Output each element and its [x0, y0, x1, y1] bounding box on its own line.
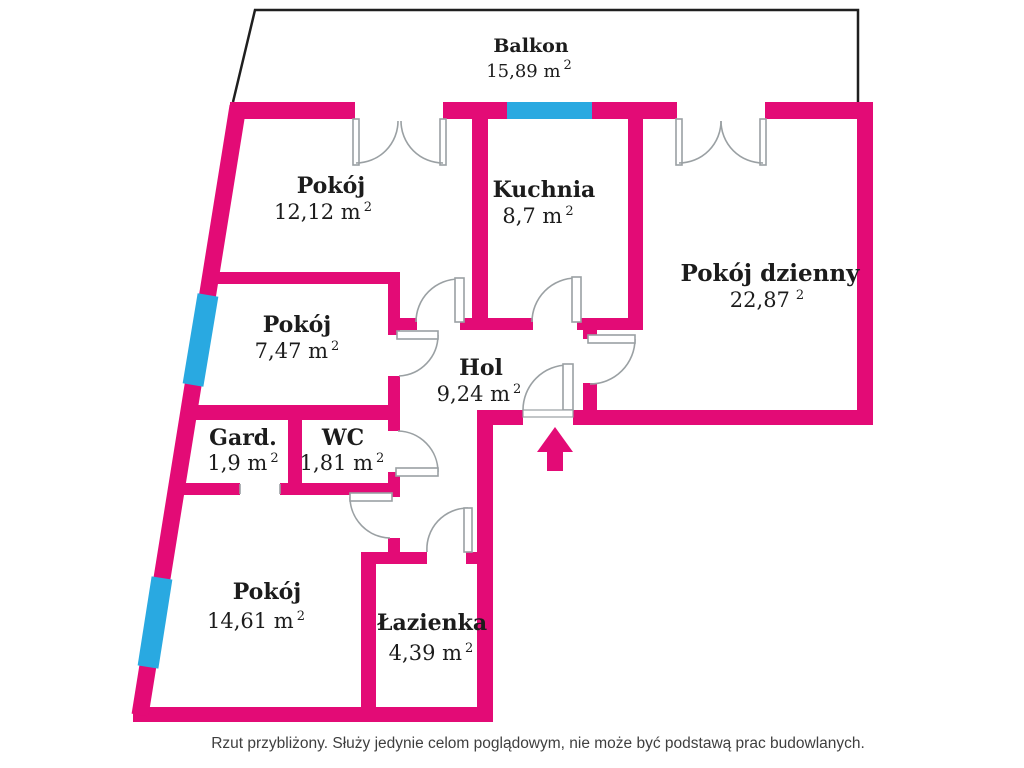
wall-p2-bottom: [183, 405, 400, 420]
wall-bath-right: [477, 410, 493, 722]
svg-text:Pokój: Pokój: [297, 173, 366, 199]
svg-text:Pokój: Pokój: [263, 312, 332, 338]
left-window-2: [137, 576, 173, 669]
disclaimer-text: Rzut przybliżony. Służy jedynie celom po…: [211, 735, 865, 752]
door-pokoj2: [396, 330, 439, 377]
svg-text:Łazienka: Łazienka: [377, 610, 487, 636]
wall-bottom-right: [573, 410, 873, 425]
wall-top-1: [230, 102, 355, 119]
svg-text:9,24 m2: 9,24 m2: [437, 382, 522, 406]
left-window-1: [182, 293, 219, 387]
wall-bath-left: [361, 552, 376, 707]
wall-wc-right-a: [388, 420, 400, 431]
wall-pokoj-divider: [203, 272, 400, 284]
wall-gard-bottom-b: [280, 483, 302, 495]
windows: [137, 102, 592, 669]
entrance-arrow: [537, 427, 573, 471]
wall-bath-top-a: [361, 552, 427, 564]
gard-opening: [239, 484, 281, 494]
french-door-dzienny: [675, 118, 767, 166]
svg-text:Balkon: Balkon: [493, 35, 568, 57]
wall-wc-right-b: [388, 472, 400, 497]
svg-text:7,47 m2: 7,47 m2: [255, 339, 340, 363]
wall-right: [857, 102, 873, 425]
doors: [239, 118, 767, 553]
svg-text:15,89 m2: 15,89 m2: [486, 58, 572, 82]
door-wc: [395, 430, 439, 477]
wall-wc-bottom: [302, 483, 400, 495]
svg-text:Hol: Hol: [459, 355, 503, 381]
wall-gard-bottom-a: [176, 483, 240, 495]
svg-text:Pokój: Pokój: [233, 579, 302, 605]
wall-kitchen-bottom-a: [488, 318, 533, 330]
wall-bath-top-b: [466, 552, 477, 564]
door-lazienka: [426, 507, 473, 553]
wall-gard-wc-divider: [288, 420, 302, 485]
wall-kitchen-right: [628, 119, 643, 318]
svg-text:Gard.: Gard.: [209, 425, 277, 451]
svg-text:WC: WC: [321, 425, 364, 451]
door-kuchnia: [531, 276, 582, 323]
svg-text:4,39 m2: 4,39 m2: [389, 641, 474, 665]
balcony-outline: [231, 8, 860, 103]
svg-text:1,9 m2: 1,9 m2: [207, 451, 278, 475]
wall-top-4: [765, 102, 873, 119]
door-pokoj3: [349, 492, 393, 539]
svg-text:14,61 m2: 14,61 m2: [207, 609, 305, 633]
wall-top-3: [592, 102, 677, 119]
svg-text:Kuchnia: Kuchnia: [493, 177, 596, 203]
svg-text:22,872: 22,872: [730, 288, 804, 312]
wall-kitchen-bottom-b: [577, 318, 643, 330]
wall-kitchen-left: [472, 119, 488, 330]
wall-hol-top-a: [395, 318, 417, 330]
door-pokoj1: [415, 277, 465, 323]
svg-text:8,7 m2: 8,7 m2: [502, 204, 573, 228]
wall-hol-right-b: [583, 383, 597, 410]
french-door-pokoj1: [352, 118, 447, 166]
walls: [131, 102, 873, 722]
wall-top-2: [443, 102, 507, 119]
kitchen-window: [507, 102, 592, 119]
wall-bottom: [133, 707, 493, 722]
door-dzienny: [587, 334, 636, 385]
svg-text:Pokój dzienny: Pokój dzienny: [681, 260, 861, 287]
svg-text:1,81 m2: 1,81 m2: [300, 451, 385, 475]
entrance-door: [522, 363, 574, 418]
svg-text:12,12 m2: 12,12 m2: [274, 200, 372, 224]
